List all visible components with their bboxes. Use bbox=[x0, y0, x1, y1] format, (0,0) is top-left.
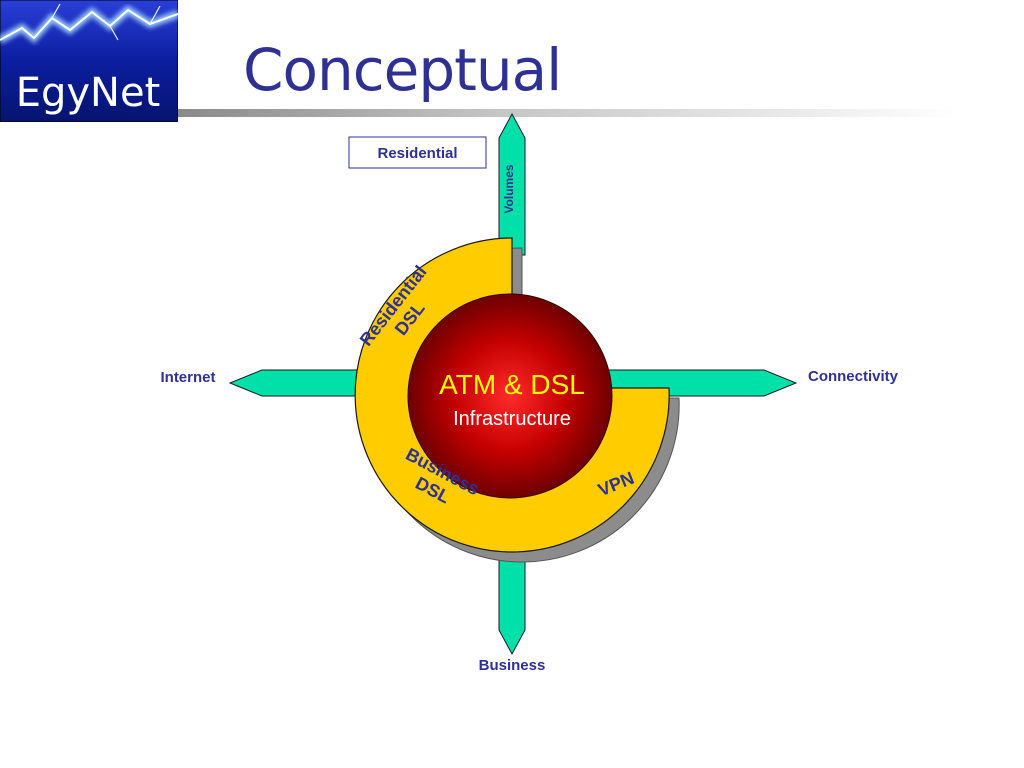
internet-label: Internet bbox=[160, 369, 215, 386]
title-divider bbox=[178, 109, 958, 117]
lightning-bolt-graphic bbox=[0, 3, 178, 44]
internet-arrow bbox=[228, 369, 361, 397]
egynet-logo: EgyNet bbox=[0, 0, 178, 122]
core-sphere bbox=[407, 293, 613, 499]
core-subtitle: Infrastructure bbox=[453, 408, 571, 430]
residential-segment-box: Residential bbox=[348, 136, 487, 169]
business-label: Business bbox=[479, 657, 546, 674]
connectivity-label: Connectivity bbox=[808, 368, 899, 385]
core-title: ATM & DSL bbox=[439, 369, 585, 400]
slide-title: Conceptual bbox=[243, 36, 562, 104]
residential-box-label: Residential bbox=[377, 145, 457, 162]
volumes-label: Volumes bbox=[502, 164, 516, 213]
logo-graphic: EgyNet bbox=[0, 0, 178, 122]
logo-wordmark: EgyNet bbox=[16, 70, 161, 116]
